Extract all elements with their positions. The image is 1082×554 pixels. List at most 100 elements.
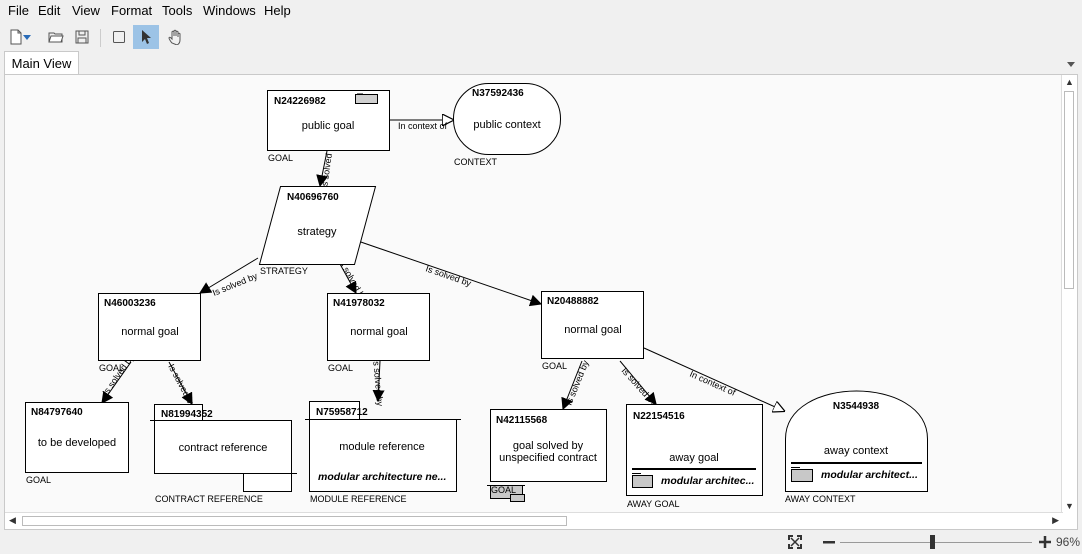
horizontal-scroll-thumb[interactable] [22,516,567,526]
contract-folder-tab [510,494,525,502]
edge-n3-n4[interactable]: Is solved by [198,257,259,298]
node-contract-reference[interactable]: N81994352 contract reference CONTRACT RE… [150,404,297,505]
open-folder-icon[interactable] [43,25,69,49]
toolbar-divider [100,29,101,47]
scroll-down-icon[interactable]: ▼ [1065,501,1074,511]
menu-view[interactable]: View [72,3,100,18]
node-text: to be developed [38,437,116,449]
status-bar: 96% [0,530,1082,554]
node-id: N22154516 [633,411,685,422]
save-icon[interactable] [69,25,95,49]
tab-main-view[interactable]: Main View [4,51,79,75]
edge-n6-n12[interactable]: In context of [643,347,784,411]
menu-tools[interactable]: Tools [162,3,193,18]
edge-label-solved-6: Is solved by [166,362,197,409]
node-text: normal goal [564,324,621,336]
menu-help[interactable]: Help [264,3,291,18]
tab-row: Main View [0,51,1082,75]
node-away-context[interactable]: N3544938 away context modular architect.… [785,390,928,504]
node-id: N84797640 [31,407,83,418]
edge-label-solved-2: Is solved by [211,271,259,298]
node-text: contract reference [179,442,268,454]
node-id: N42115568 [496,415,548,426]
node-id: N37592436 [472,88,524,99]
tab-menu-chevron-icon[interactable] [1066,57,1076,71]
node-public-goal[interactable]: N24226982 public goal GOAL [267,90,390,164]
node-text: strategy [297,226,337,238]
node-normal-goal-3[interactable]: N20488882 normal goal GOAL [541,291,644,372]
node-to-be-developed[interactable]: N84797640 to be developed GOAL [25,402,129,486]
node-id: N20488882 [547,296,599,307]
node-id: N3544938 [833,401,880,412]
node-id: N81994352 [161,409,213,420]
node-text: normal goal [121,326,178,338]
node-type: GOAL [328,363,353,373]
node-away-goal[interactable]: N22154516 away goal modular architec... … [626,404,763,510]
scroll-right-icon[interactable]: ▶ [1052,515,1059,525]
menu-format[interactable]: Format [111,3,153,18]
vertical-scrollbar[interactable]: ▲ ▼ [1061,75,1077,513]
zoom-value: 96% [1056,535,1081,549]
node-module-reference[interactable]: N75958712 module reference modular archi… [305,401,461,505]
away-context-folder-icon [791,469,813,482]
fit-to-screen-icon[interactable] [788,535,802,552]
node-type: GOAL [99,363,124,373]
diagram-canvas[interactable]: In context of Is solved by Is solved by … [5,75,1063,513]
node-public-context[interactable]: N37592436 public context CONTEXT [453,83,561,168]
menu-edit[interactable]: Edit [38,3,61,18]
rectangle-select-icon[interactable] [106,25,132,49]
edge-n6-n10[interactable]: Is solved by [561,358,591,411]
node-id: N75958712 [316,407,368,418]
zoom-slider-thumb[interactable] [930,535,936,549]
node-normal-goal-2[interactable]: N41978032 normal goal GOAL [327,293,430,374]
node-type: GOAL [26,475,51,485]
edge-n4-n8[interactable]: Is solved by [166,361,198,409]
scroll-left-icon[interactable]: ◀ [9,515,16,525]
menu-file[interactable]: File [8,3,29,18]
edge-label-solved-9: Is solved by [620,366,660,408]
node-id: N46003236 [104,298,156,309]
node-type: GOAL [268,153,293,163]
edge-n5-n9[interactable]: Is solved by [371,358,385,407]
edge-n1-n2[interactable]: In context of [390,120,453,131]
zoom-slider-track[interactable] [840,542,1032,543]
node-text-line2: unspecified contract [499,452,597,464]
node-type: CONTRACT REFERENCE [155,494,263,504]
node-subtext: modular architecture ne... [318,471,446,483]
gsn-diagram: In context of Is solved by Is solved by … [25,83,928,510]
node-text: normal goal [350,326,407,338]
edge-label-solved-7: Is solved by [371,358,385,407]
scroll-up-icon[interactable]: ▲ [1065,77,1074,87]
node-type: AWAY CONTEXT [785,494,856,504]
away-goal-folder-icon [632,475,653,488]
edge-label-context-1: In context of [398,121,448,131]
zoom-in-icon[interactable] [1038,535,1052,552]
node-id: N24226982 [274,96,326,107]
chevron-down-icon[interactable] [20,25,34,49]
edge-label-solved-8: Is solved by [564,358,591,406]
edge-n6-n11[interactable]: Is solved by [620,360,660,408]
node-text: module reference [339,441,425,453]
zoom-out-icon[interactable] [822,535,836,552]
node-type: GOAL [542,361,567,371]
node-text: public context [473,119,540,131]
edge-label-context-2: In context of [688,369,737,398]
node-text: away context [824,445,888,457]
node-id: N41978032 [333,298,385,309]
hand-pan-icon[interactable] [162,25,188,49]
node-type: GOAL [491,485,516,495]
node-subtext: modular architect... [821,469,918,481]
node-strategy[interactable]: N40696760 strategy STRATEGY [258,186,377,277]
node-normal-goal-1[interactable]: N46003236 normal goal GOAL [98,293,201,374]
horizontal-scrollbar[interactable]: ◀ ▶ [5,512,1063,529]
new-file-icon[interactable] [3,25,29,49]
vertical-scroll-thumb[interactable] [1064,91,1074,289]
main-view-panel: In context of Is solved by Is solved by … [4,74,1078,530]
menu-windows[interactable]: Windows [203,3,256,18]
pointer-icon[interactable] [133,25,159,49]
node-type: CONTEXT [454,157,498,167]
node-goal-unspecified-contract[interactable]: N42115568 goal solved by unspecified con… [487,409,607,502]
node-text-line1: goal solved by [513,440,584,452]
node-id: N40696760 [287,192,339,203]
node-text: public goal [302,120,355,132]
